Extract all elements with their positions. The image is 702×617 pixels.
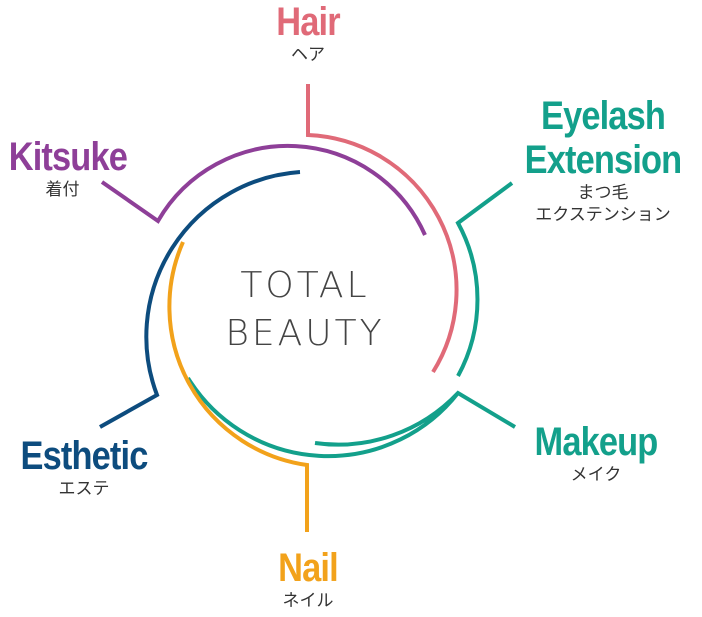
center-title: TOTAL BEAUTY (200, 262, 410, 358)
makeup-label-en: Makeup (534, 420, 659, 464)
nail-arc (167, 241, 309, 532)
eyelash-label-jp-line1: まつ毛 (577, 183, 629, 203)
makeup-label: Makeup メイク (516, 420, 676, 486)
center-title-line1: TOTAL (240, 265, 370, 306)
esthetic-label-jp: エステ (58, 479, 110, 499)
esthetic-label-en: Esthetic (20, 434, 149, 478)
makeup-label-jp: メイク (570, 465, 622, 485)
kitsuke-label-jp: 着付 (45, 180, 80, 200)
nail-label-en: Nail (278, 546, 339, 590)
hair-arc (306, 84, 459, 374)
eyelash-label-en-line2: Extension (524, 138, 683, 182)
hair-label-jp: ヘア (291, 45, 325, 65)
eyelash-label: Eyelash Extension まつ毛 エクステンション (508, 94, 698, 226)
eyelash-arc (455, 181, 514, 377)
eyelash-label-jp-line2: エクステンション (535, 205, 671, 225)
nail-label: Nail ネイル (248, 546, 368, 612)
nail-label-jp: ネイル (282, 591, 334, 611)
eyelash-label-en-line1: Eyelash (540, 94, 666, 138)
kitsuke-label-en: Kitsuke (8, 135, 128, 179)
hair-label: Hair ヘア (248, 0, 368, 66)
esthetic-arc (99, 170, 301, 429)
kitsuke-arc (100, 143, 427, 236)
esthetic-label: Esthetic エステ (4, 434, 164, 500)
hair-label-en: Hair (276, 0, 340, 44)
center-title-line2: BEAUTY (225, 313, 385, 354)
makeup-arc (186, 376, 517, 459)
kitsuke-label: Kitsuke 着付 (0, 135, 128, 201)
